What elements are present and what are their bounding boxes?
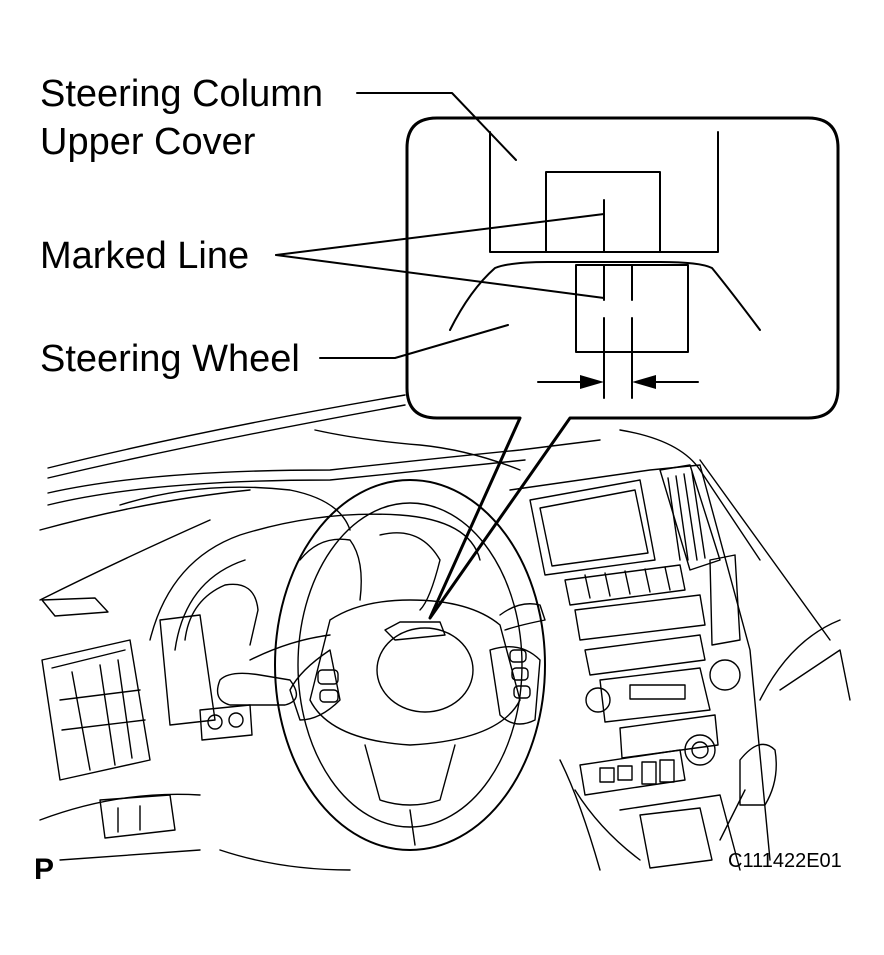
upper-cover-label-line2: Upper Cover [40, 121, 256, 163]
leader-lines [275, 92, 605, 359]
corner-mark: P [34, 853, 54, 886]
figure-code: C111422E01 [728, 850, 842, 872]
dashboard-illustration [39, 394, 851, 871]
steering-wheel-label: Steering Wheel [40, 338, 300, 380]
marked-line-label: Marked Line [40, 235, 249, 277]
upper-cover-label-line1: Steering Column [40, 73, 323, 115]
offset-dimension-arrows [537, 375, 699, 389]
steering-wheel-pad-shape [449, 261, 761, 331]
detail-callout [405, 116, 840, 620]
